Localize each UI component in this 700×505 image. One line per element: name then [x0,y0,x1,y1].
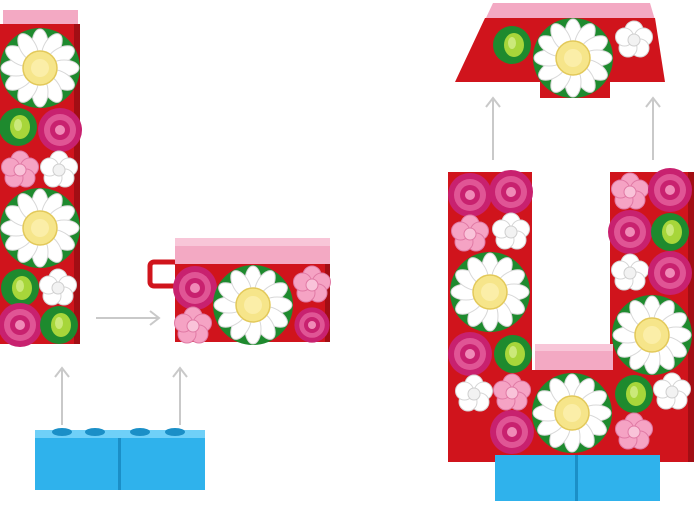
blue-base-brick-left [35,428,205,490]
u-letter-assembly [448,168,694,462]
blue-base-brick-right [495,455,660,501]
arrow-up-icon [172,366,188,425]
arrow-up-icon [485,96,501,160]
left-letter-bar [0,10,82,347]
arrow-right-icon [96,310,161,326]
arrow-up-icon [54,366,70,425]
middle-horizontal-piece [147,238,331,346]
top-cap-piece [455,3,665,99]
arrow-up-icon [645,96,661,160]
